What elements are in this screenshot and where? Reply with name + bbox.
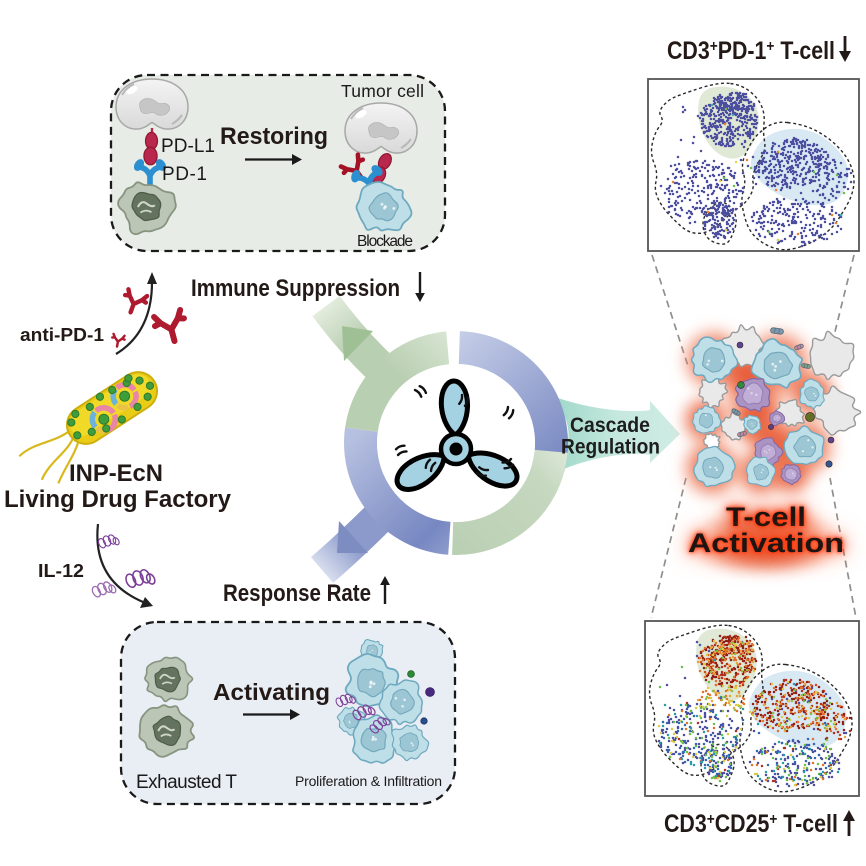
svg-text:Restoring: Restoring — [220, 123, 328, 150]
svg-text:PD-1: PD-1 — [162, 164, 207, 185]
svg-text:CD3+PD-1+ T-cell: CD3+PD-1+ T-cell — [667, 36, 835, 64]
svg-text:PD-L1: PD-L1 — [161, 136, 215, 157]
svg-text:Proliferation & Infiltration: Proliferation & Infiltration — [295, 773, 442, 789]
svg-text:Activation: Activation — [688, 528, 844, 558]
svg-text:CD3+CD25+ T-cell: CD3+CD25+ T-cell — [664, 809, 838, 837]
svg-text:Tumor cell: Tumor cell — [341, 81, 424, 101]
svg-text:Exhausted T: Exhausted T — [136, 772, 237, 793]
svg-text:anti-PD-1: anti-PD-1 — [20, 325, 104, 345]
svg-text:Blockade: Blockade — [357, 233, 413, 250]
svg-text:Immune Suppression: Immune Suppression — [191, 275, 400, 302]
svg-text:T-cell: T-cell — [726, 502, 806, 532]
svg-text:INP-EcN: INP-EcN — [69, 460, 163, 487]
svg-text:IL-12: IL-12 — [38, 561, 84, 581]
svg-text:Activating: Activating — [213, 679, 330, 705]
svg-text:Cascade: Cascade — [570, 413, 650, 437]
svg-text:Regulation: Regulation — [561, 435, 660, 459]
svg-text:Response Rate: Response Rate — [223, 580, 371, 607]
svg-text:Living Drug Factory: Living Drug Factory — [4, 486, 232, 513]
